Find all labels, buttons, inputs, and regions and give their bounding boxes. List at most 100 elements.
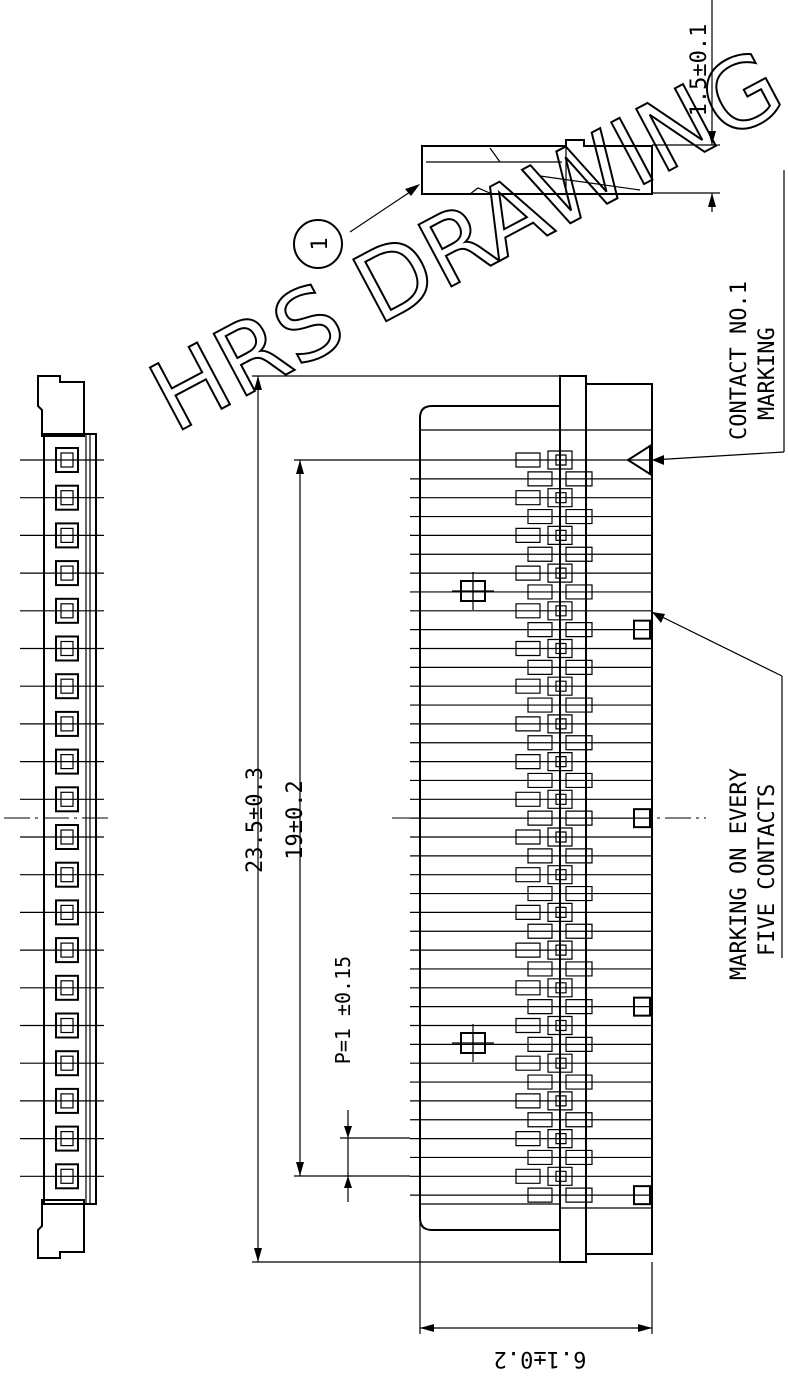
contact-body	[555, 529, 567, 541]
contact-body	[547, 752, 573, 772]
dim-span-label: 19±0.2	[283, 780, 308, 859]
note-contact-no1-line2: MARKING	[755, 327, 780, 420]
contact-body	[515, 490, 541, 506]
contact-body	[565, 1112, 593, 1128]
five-contact-mark	[633, 1185, 651, 1206]
dim-pitch-label: P=1 ±0.15	[331, 956, 355, 1064]
contact-body	[547, 789, 573, 809]
contact-body	[555, 567, 567, 579]
contact-body	[555, 642, 567, 655]
contact-array	[410, 450, 652, 1203]
contact-body	[527, 810, 553, 826]
note-every-five-line2: FIVE CONTACTS	[755, 784, 780, 956]
contact-body	[515, 716, 541, 732]
contact-body	[547, 865, 573, 885]
contact-body	[565, 961, 593, 977]
contact-body	[565, 735, 593, 751]
contact-body	[515, 867, 541, 883]
contact-body	[555, 454, 567, 466]
contact-body	[515, 1093, 541, 1109]
contact-body	[565, 622, 593, 638]
contact-body	[565, 508, 593, 525]
contact-body	[555, 680, 567, 692]
contact-body	[565, 584, 593, 600]
contact-body	[515, 1168, 541, 1184]
contact-body	[515, 829, 541, 845]
contact-body	[547, 676, 573, 696]
contact-body	[515, 603, 541, 619]
contact-body	[555, 492, 567, 504]
contact-body	[565, 659, 593, 675]
balloon-number: 1	[308, 237, 333, 250]
edge-lead-lines	[20, 459, 104, 1177]
contact-body	[565, 810, 593, 826]
contact-body	[515, 904, 541, 920]
contact-body	[547, 1166, 573, 1186]
contact-body	[515, 1055, 541, 1071]
five-contact-mark	[633, 619, 651, 640]
contact-body	[555, 756, 567, 768]
contact-body	[527, 923, 553, 939]
contact-body	[527, 471, 553, 487]
contact-body	[527, 961, 553, 977]
note-contact-no1: CONTACT NO.1 MARKING	[651, 170, 785, 465]
contact-body	[527, 848, 553, 864]
contact-body	[555, 1057, 567, 1069]
dim-width-label: 6.1±0.2	[494, 1346, 587, 1371]
contact-body	[565, 1036, 593, 1052]
contact-body	[565, 999, 593, 1015]
contact-body	[547, 1129, 573, 1149]
dim-height: 1.5±0.1	[652, 0, 720, 212]
contact-body	[515, 452, 541, 468]
contact-body	[515, 1131, 541, 1147]
contact-body	[527, 885, 553, 902]
contact-body	[515, 980, 541, 996]
dim-height-label: 1.5±0.1	[687, 24, 712, 117]
contact-body	[555, 605, 567, 617]
contact-body	[515, 754, 541, 770]
contact-body	[565, 848, 593, 864]
contact-body	[555, 1170, 567, 1182]
contact-body	[527, 659, 553, 675]
contact-body	[565, 1187, 593, 1203]
boss-bottom	[452, 1024, 494, 1062]
contact-body	[547, 525, 573, 545]
contact-body	[565, 885, 593, 902]
five-contact-mark	[633, 996, 651, 1017]
contact-no1-triangle	[626, 444, 651, 476]
dim-pitch: P=1 ±0.15	[331, 956, 410, 1202]
contact-body	[547, 1091, 573, 1111]
contact-body	[565, 1074, 593, 1090]
contact-body	[547, 1053, 573, 1073]
contact-body	[555, 831, 567, 843]
contact-body	[565, 546, 593, 562]
dim-overall-label: 23.5±0.3	[243, 767, 268, 873]
contact-body	[527, 999, 553, 1015]
contact-body	[527, 697, 553, 713]
contact-body	[547, 563, 573, 583]
part-balloon: 1	[293, 184, 420, 269]
dim-span: 19±0.2	[283, 459, 410, 1177]
contact-body	[527, 772, 553, 789]
boss-top	[452, 572, 494, 610]
contact-body	[515, 527, 541, 543]
contact-body	[555, 944, 567, 956]
contact-body	[547, 827, 573, 847]
contact-body	[547, 638, 573, 659]
contact-body	[565, 772, 593, 789]
contact-body	[527, 546, 553, 562]
contact-body	[515, 678, 541, 694]
contact-body	[515, 942, 541, 958]
dim-overall: 23.5±0.3	[243, 375, 560, 1263]
contact-body	[527, 1074, 553, 1090]
contact-body	[547, 940, 573, 960]
edge-view	[4, 375, 112, 1259]
contact-body	[555, 1133, 567, 1145]
contact-body	[547, 714, 573, 734]
watermark-text: HRS DRAWING F	[133, 0, 788, 454]
contact-body	[547, 601, 573, 621]
contact-body	[555, 1095, 567, 1107]
contact-body	[527, 1149, 553, 1166]
contact-body	[555, 793, 567, 805]
